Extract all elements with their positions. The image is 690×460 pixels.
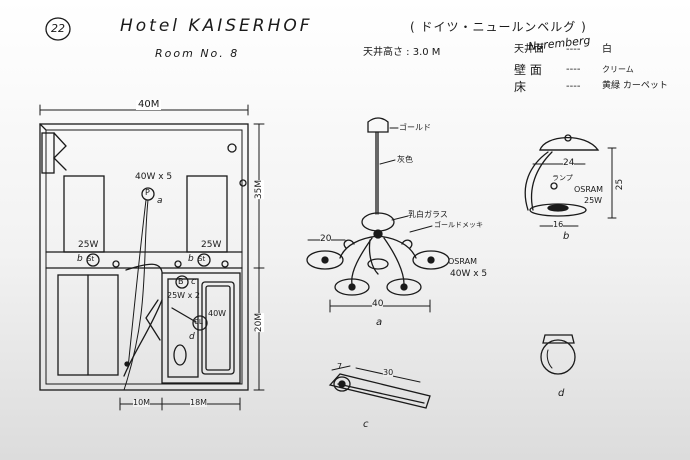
finish-surface: 天井面 — [514, 44, 544, 55]
hotel-name: Hotel KAISERHOF — [120, 16, 313, 36]
desk-lamp-dim-25: 25 — [615, 178, 626, 191]
bath-cl-label: CL — [194, 318, 203, 326]
bedside-code-right: b — [188, 254, 194, 264]
wall-outlet-right — [239, 179, 247, 187]
finish-surface: 床 — [514, 80, 527, 94]
desk-lamp-dim-24: 24 — [563, 158, 575, 168]
desk-lamp-bulb-label: ランプ — [552, 174, 573, 182]
bathtub — [201, 281, 235, 375]
wall-light-dim-30: 30 — [383, 368, 394, 377]
desk-lamp-code: b — [563, 231, 570, 242]
finish-surface: 壁 面 — [514, 63, 542, 77]
bathroom — [161, 272, 241, 384]
wall-light-code: c — [363, 419, 369, 430]
wall-light-dim-7: 7 — [337, 362, 343, 371]
bath-light-drawing — [540, 334, 576, 375]
bath-light-code: d — [558, 388, 565, 399]
finish-material: クリーム — [602, 65, 634, 74]
chandelier-plating-label: ゴールドメッキ — [434, 221, 483, 229]
ceiling-lamp-symbol-label: P — [145, 188, 150, 197]
bath-fixture-b-label: B — [178, 277, 184, 286]
finish-dash: ---- — [566, 44, 581, 55]
bath-cl-wattage: 40W — [208, 309, 227, 318]
plan-width-dimension: 40M — [136, 99, 162, 110]
plan-height-dimension-upper: 35M — [254, 179, 265, 200]
bed-lamp-right-wattage: 25W — [201, 240, 222, 250]
bath-d-label: d — [189, 332, 195, 342]
bath-fixture-cl — [192, 315, 208, 331]
bedside-code-left: b — [77, 254, 83, 264]
chandelier-dim-40: 40 — [372, 299, 384, 309]
plan-bottom-dimension-right: 18M — [190, 398, 208, 407]
plan-height-dimension-lower: 20M — [254, 312, 265, 333]
bath-fixture-c-label: c — [191, 277, 196, 287]
page-number: 22 — [51, 22, 65, 35]
finish-dash: ---- — [566, 64, 581, 75]
desk-lamp-osram: OSRAM — [574, 185, 603, 194]
wall-outlet-upper — [227, 143, 237, 153]
location-jp: ( ドイツ・ニュールンベルグ ) — [410, 20, 587, 34]
chandelier-drawing — [306, 117, 450, 313]
bath-fixture-b — [175, 275, 189, 289]
bed-lamp-left-wattage: 25W — [78, 240, 99, 250]
chandelier-code: a — [376, 317, 383, 328]
ceiling-lamp-code: a — [157, 196, 163, 206]
chandelier-glass-label: 乳白ガラス — [408, 210, 448, 219]
room-number: Room No. 8 — [155, 47, 240, 60]
bath-lamp-wattage: 25W x 2 — [167, 291, 200, 300]
chandelier-wattage: 40W x 5 — [450, 269, 488, 279]
plan-bottom-dimension-left: 10M — [133, 398, 151, 407]
desk-lamp-drawing — [524, 134, 617, 227]
desk-lamp-wattage: 25W — [584, 196, 603, 205]
chandelier-gold-label: ゴールド — [399, 123, 431, 132]
finish-material: 白 — [602, 44, 612, 55]
chandelier-osram: OSRAM — [448, 257, 477, 266]
wall-light-drawing — [328, 365, 431, 409]
finish-material: 黄緑 カーペット — [602, 81, 668, 91]
page-number-circle — [45, 17, 71, 41]
stand-label-right: St — [198, 255, 206, 263]
ceiling-height: 天井高さ : 3.0 M — [363, 47, 441, 58]
chandelier-grey-label: 灰色 — [397, 155, 413, 164]
stand-label-left: St — [87, 255, 95, 263]
chandelier-dim-20: 20 — [320, 234, 332, 244]
ceiling-lamp-wattage: 40W x 5 — [135, 172, 173, 182]
desk-lamp-dim-16: 16 — [553, 220, 564, 229]
floor-plan — [39, 104, 265, 411]
finish-dash: ---- — [566, 81, 581, 92]
